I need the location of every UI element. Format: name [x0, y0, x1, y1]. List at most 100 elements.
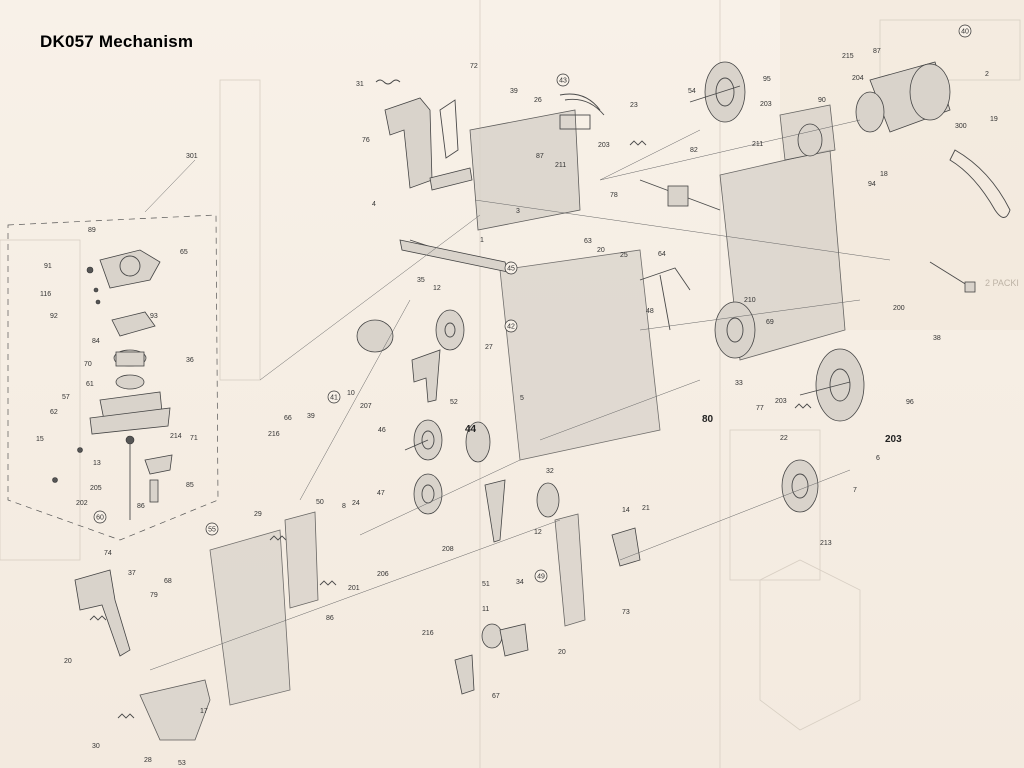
callout-label: 19: [990, 116, 998, 123]
subassembly-301-outline: [7, 159, 219, 541]
callout-label: 2: [985, 71, 989, 78]
callout-label: 205: [90, 485, 102, 492]
callout-label: 207: [360, 403, 372, 410]
callout-circle-label: 42: [507, 324, 515, 331]
circled-callout: 41: [327, 390, 341, 404]
callout-label: 7: [853, 487, 857, 494]
callout-label: 13: [93, 460, 101, 467]
callout-label: 79: [150, 592, 158, 599]
callout-label: 77: [756, 405, 764, 412]
callout-label: 211: [752, 141, 763, 148]
callout-label: 15: [36, 436, 44, 443]
callout-label: 47: [377, 490, 385, 497]
callout-label: 35: [417, 277, 425, 284]
circled-callout: 40: [958, 24, 972, 38]
callout-circle-label: 41: [330, 395, 338, 402]
callout-label: 68: [164, 578, 172, 585]
callout-label: 33: [735, 380, 743, 387]
callout-label: 17: [200, 708, 208, 715]
callout-label: 11: [482, 606, 489, 613]
circled-callout: 43: [556, 73, 570, 87]
callout-label: 203: [598, 142, 610, 149]
callout-label: 10: [347, 390, 355, 397]
callout-label: 14: [622, 507, 630, 514]
callout-label: 64: [658, 251, 666, 258]
callout-label: 20: [558, 649, 566, 656]
callout-label: 39: [510, 88, 518, 95]
callout-circle-label: 40: [961, 29, 969, 36]
callout-label: 214: [170, 433, 182, 440]
callout-label: 1: [480, 237, 484, 244]
callout-label: 202: [76, 500, 88, 507]
callout-label: 39: [307, 413, 315, 420]
callout-label: 8: [342, 503, 346, 510]
callout-label: 213: [820, 540, 832, 547]
callout-label: 26: [534, 97, 542, 104]
callout-circle-label: 43: [559, 78, 567, 85]
callout-label: 20: [597, 247, 605, 254]
callout-label: 31: [356, 81, 364, 88]
callout-label: 74: [104, 550, 112, 557]
callout-label: 30: [92, 743, 100, 750]
callout-label: 206: [377, 571, 389, 578]
callout-label: 95: [763, 76, 771, 83]
callout-label: 24: [352, 500, 360, 507]
callout-label: 5: [520, 395, 524, 402]
callout-label: 18: [880, 171, 888, 178]
callout-label: 22: [780, 435, 788, 442]
callout-label: 87: [873, 48, 881, 55]
callout-label: 53: [178, 760, 186, 767]
callout-label: 300: [955, 123, 967, 130]
callout-circle: [327, 390, 341, 404]
callout-label: 87: [536, 153, 544, 160]
callout-label: 211: [555, 162, 566, 169]
diagram-title: DK057 Mechanism: [40, 32, 194, 51]
callout-label: 4: [372, 201, 376, 208]
circled-callout: 42: [504, 319, 518, 333]
callout-label: 203: [885, 434, 902, 445]
callout-label: 82: [690, 147, 698, 154]
callout-label: 44: [465, 424, 477, 435]
callout-label: 90: [818, 97, 826, 104]
callout-label: 57: [62, 394, 70, 401]
callout-label: 72: [470, 63, 478, 70]
callout-circle: [504, 261, 518, 275]
callout-label: 23: [630, 102, 638, 109]
background-text: 2 PACKI: [985, 278, 1019, 288]
callout-circle: [205, 522, 219, 536]
callout-label: 201: [348, 585, 360, 592]
callout-label: 61: [86, 381, 94, 388]
callout-label: 62: [50, 409, 58, 416]
circled-callout: 55: [205, 522, 219, 536]
callout-label: 27: [485, 344, 493, 351]
callout-label: 86: [137, 503, 145, 510]
callout-label: 80: [702, 414, 714, 425]
callout-label: 21: [642, 505, 650, 512]
callout-circle: [534, 569, 548, 583]
circled-labels: 40 43 4 54 24 14 95 5 60: [93, 24, 972, 583]
callout-label: 204: [852, 75, 864, 82]
leader-lines: [149, 119, 891, 671]
callout-label: 208: [442, 546, 454, 553]
callout-label: 89: [88, 227, 96, 234]
callout-label: 50: [316, 499, 324, 506]
callout-label: 200: [893, 305, 905, 312]
callout-label: 54: [688, 88, 696, 95]
callout-label: 6: [876, 455, 880, 462]
callout-circle: [504, 319, 518, 333]
callout-label: 12: [534, 529, 542, 536]
callout-label: 67: [492, 693, 500, 700]
callout-label: 69: [766, 319, 774, 326]
callout-label: 84: [92, 338, 100, 345]
callout-label: 66: [284, 415, 292, 422]
callout-label: 52: [450, 399, 458, 406]
circled-callout: 60: [93, 510, 107, 524]
callout-label: 32: [546, 468, 554, 475]
callout-label: 76: [362, 137, 370, 144]
callout-label: 70: [84, 361, 92, 368]
callout-label: 116: [40, 291, 51, 298]
callout-label: 301: [186, 153, 198, 160]
callout-label: 71: [190, 435, 198, 442]
callout-circle: [958, 24, 972, 38]
